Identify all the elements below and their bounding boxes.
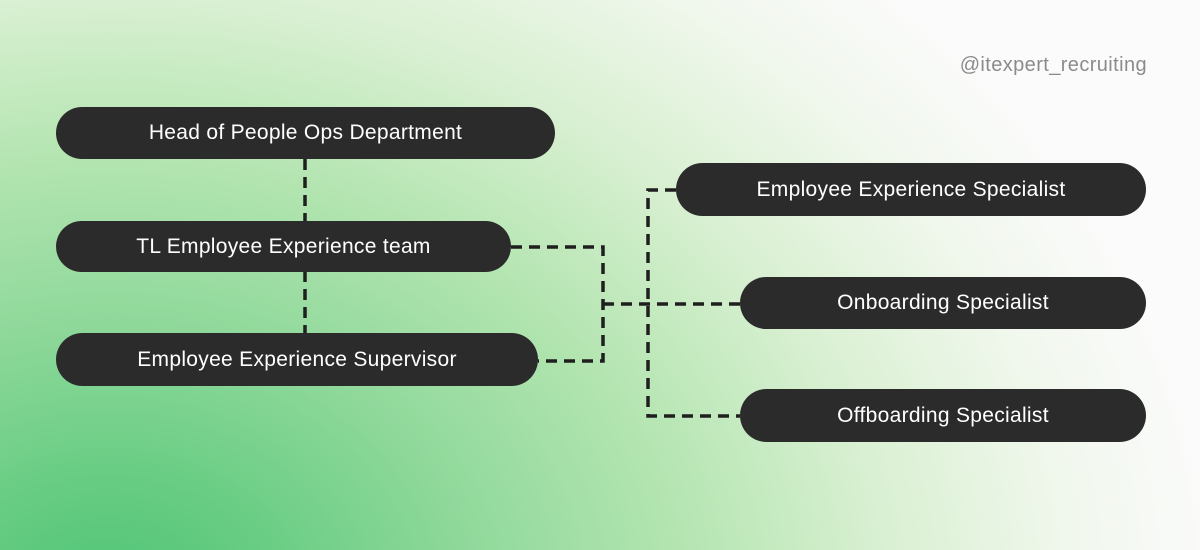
org-node-head-of-people-ops: Head of People Ops Department — [56, 107, 555, 159]
org-node-onboarding-specialist: Onboarding Specialist — [740, 277, 1146, 329]
org-node-employee-experience-specialist: Employee Experience Specialist — [676, 163, 1146, 216]
org-node-tl-employee-experience-team: TL Employee Experience team — [56, 221, 511, 272]
org-node-offboarding-specialist: Offboarding Specialist — [740, 389, 1146, 442]
watermark-handle: @itexpert_recruiting — [959, 54, 1147, 76]
org-node-employee-experience-supervisor: Employee Experience Supervisor — [56, 333, 538, 386]
edge-trunk-right — [646, 188, 740, 418]
